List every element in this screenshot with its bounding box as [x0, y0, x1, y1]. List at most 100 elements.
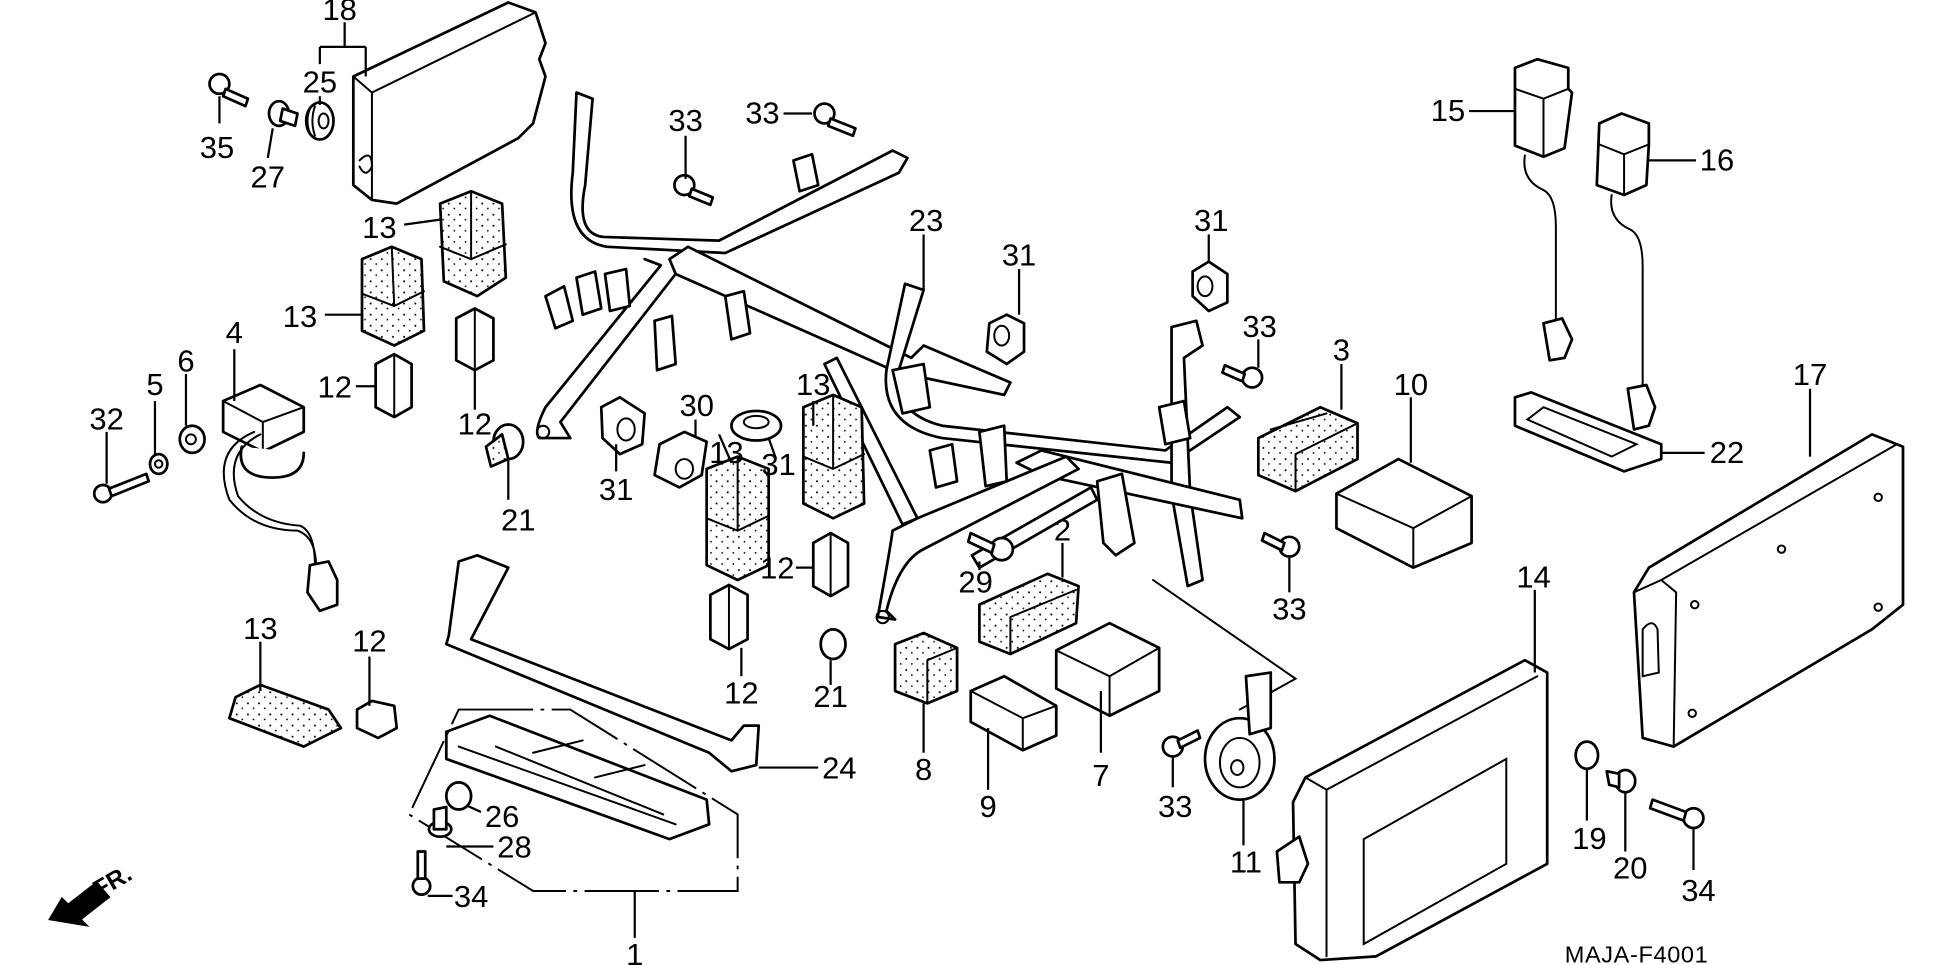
- callout-12-b[interactable]: 12: [458, 406, 492, 441]
- part-23-frame[interactable]: [535, 91, 1298, 711]
- part-6-grommet[interactable]: [178, 424, 206, 455]
- part-20-collar[interactable]: [1605, 768, 1637, 794]
- part-12-relay-d[interactable]: [709, 583, 749, 651]
- callout-21-a[interactable]: 21: [501, 503, 535, 538]
- callout-10[interactable]: 10: [1394, 367, 1428, 402]
- part-18-control-unit[interactable]: [351, 1, 547, 205]
- callout-9[interactable]: 9: [979, 789, 996, 824]
- callout-13-b[interactable]: 13: [283, 299, 317, 334]
- callout-33-b[interactable]: 33: [745, 95, 779, 130]
- callout-35[interactable]: 35: [200, 130, 234, 165]
- part-25-grommet[interactable]: [304, 101, 335, 141]
- part-15-switch[interactable]: [1513, 57, 1574, 362]
- callout-13-e[interactable]: 13: [243, 611, 277, 646]
- callout-31-b[interactable]: 31: [761, 447, 795, 482]
- callout-15[interactable]: 15: [1431, 93, 1465, 128]
- callout-6[interactable]: 6: [177, 344, 194, 379]
- callout-8[interactable]: 8: [915, 752, 932, 787]
- part-34-bolt-b[interactable]: [1648, 798, 1705, 830]
- part-13-relay-b[interactable]: [360, 245, 426, 347]
- callout-21-b[interactable]: 21: [813, 679, 847, 714]
- part-31-clamp-a[interactable]: [599, 395, 647, 456]
- callout-24[interactable]: 24: [822, 751, 856, 786]
- callout-14[interactable]: 14: [1516, 559, 1550, 594]
- callout-28[interactable]: 28: [497, 830, 531, 865]
- callout-13-c[interactable]: 13: [796, 367, 830, 402]
- part-32-bolt[interactable]: [92, 472, 151, 504]
- callout-12-e[interactable]: 12: [352, 624, 386, 659]
- callout-19[interactable]: 19: [1572, 821, 1606, 856]
- callout-34-a[interactable]: 34: [454, 879, 488, 914]
- part-9-relay[interactable]: [969, 674, 1058, 752]
- part-10-control-unit[interactable]: [1335, 457, 1473, 570]
- part-30-clamp[interactable]: [653, 430, 709, 489]
- callout-11[interactable]: 11: [1230, 845, 1262, 880]
- callout-12-c[interactable]: 12: [760, 551, 794, 586]
- callout-33-e[interactable]: 33: [1158, 789, 1192, 824]
- part-8-cover[interactable]: [893, 631, 959, 705]
- part-13-relay-c[interactable]: [801, 393, 866, 520]
- callout-5[interactable]: 5: [146, 367, 163, 402]
- callout-16[interactable]: 16: [1700, 142, 1734, 177]
- part-19-grommet[interactable]: [1574, 740, 1600, 771]
- part-33-bolt-e[interactable]: [1161, 729, 1202, 758]
- part-13-relay-e[interactable]: [227, 683, 343, 748]
- callout-22[interactable]: 22: [1710, 435, 1744, 470]
- part-33-bolt-d[interactable]: [1260, 531, 1301, 558]
- callout-20[interactable]: 20: [1613, 851, 1647, 886]
- callout-3[interactable]: 3: [1333, 332, 1350, 367]
- callout-7[interactable]: 7: [1092, 758, 1109, 793]
- callout-12-a[interactable]: 12: [317, 369, 351, 404]
- part-31-clamp-c[interactable]: [985, 313, 1026, 366]
- callout-4[interactable]: 4: [226, 315, 243, 350]
- callout-33-d[interactable]: 33: [1272, 592, 1306, 627]
- part-13-relay-d[interactable]: [705, 455, 771, 582]
- part-2-connector[interactable]: [978, 572, 1080, 656]
- part-12-relay-c[interactable]: [811, 531, 850, 598]
- part-21-grommet-a[interactable]: [484, 423, 525, 468]
- part-13-relay-a[interactable]: [438, 189, 508, 298]
- callout-17[interactable]: 17: [1793, 357, 1827, 392]
- part-31-clamp-b[interactable]: [730, 409, 783, 442]
- part-3-connector[interactable]: [1256, 405, 1359, 493]
- part-21-grommet-b[interactable]: [819, 627, 847, 661]
- part-33-bolt-a[interactable]: [673, 173, 715, 207]
- callout-33-c[interactable]: 33: [1242, 309, 1276, 344]
- part-33-bolt-c[interactable]: [1221, 363, 1264, 389]
- part-17-control-unit[interactable]: [1632, 433, 1905, 748]
- part-12-relay-a[interactable]: [374, 352, 413, 419]
- part-4-unit[interactable]: [221, 383, 339, 613]
- callout-31-a[interactable]: 31: [599, 472, 633, 507]
- part-24-bracket[interactable]: [444, 553, 761, 773]
- callout-2[interactable]: 2: [1054, 513, 1071, 548]
- callout-13-d[interactable]: 13: [709, 435, 743, 470]
- callout-13-a[interactable]: 13: [362, 210, 396, 245]
- callout-30[interactable]: 30: [680, 388, 714, 423]
- callout-26[interactable]: 26: [485, 799, 519, 834]
- callout-23[interactable]: 23: [909, 203, 943, 238]
- part-7-relay[interactable]: [1054, 621, 1161, 718]
- part-29-bolt[interactable]: [966, 531, 1015, 562]
- part-16-switch[interactable]: [1595, 112, 1657, 431]
- part-35-bolt[interactable]: [208, 72, 250, 108]
- callout-31-d[interactable]: 31: [1194, 203, 1228, 238]
- part-31-clamp-d[interactable]: [1191, 260, 1229, 313]
- callout-33-a[interactable]: 33: [668, 103, 702, 138]
- part-12-relay-b[interactable]: [454, 307, 495, 372]
- part-5-collar[interactable]: [148, 452, 169, 476]
- part-34-bolt-a[interactable]: [411, 850, 432, 897]
- part-22-bezel[interactable]: [1513, 391, 1663, 473]
- part-26-grommet[interactable]: [444, 781, 473, 811]
- callout-34-b[interactable]: 34: [1681, 873, 1715, 908]
- callout-29[interactable]: 29: [958, 564, 992, 599]
- part-1-fuse-box[interactable]: [407, 708, 739, 892]
- callout-25[interactable]: 25: [303, 65, 337, 100]
- callout-1[interactable]: 1: [626, 937, 643, 965]
- part-14-ecu[interactable]: [1275, 658, 1549, 962]
- callout-32[interactable]: 32: [89, 402, 123, 437]
- callout-12-d[interactable]: 12: [724, 675, 758, 710]
- callout-31-c[interactable]: 31: [1002, 237, 1036, 272]
- part-28-collar[interactable]: [427, 805, 453, 839]
- callout-18[interactable]: 18: [322, 0, 356, 27]
- part-11-horn[interactable]: [1203, 671, 1276, 801]
